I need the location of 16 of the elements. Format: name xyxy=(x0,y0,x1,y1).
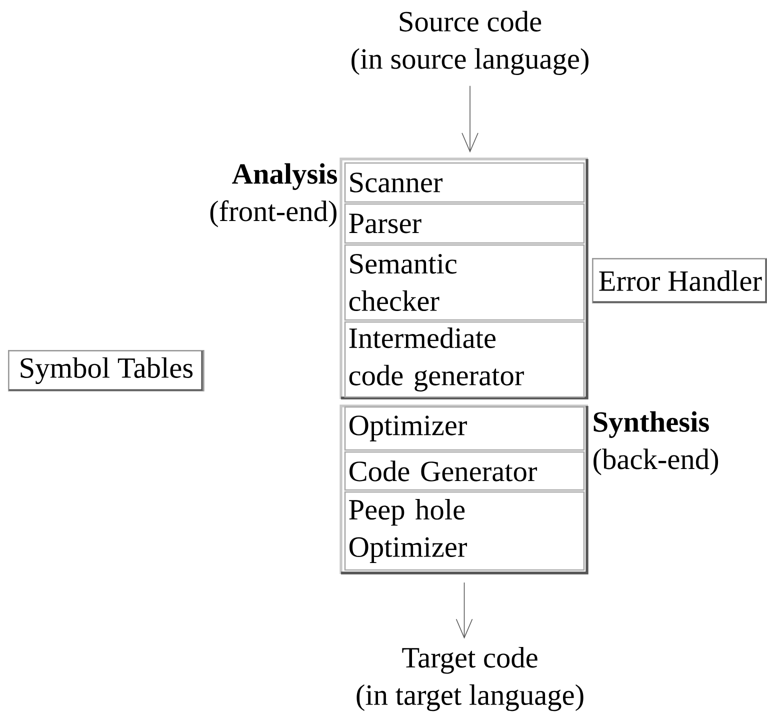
arrow xyxy=(456,582,473,639)
component-box: Symbol Tables xyxy=(8,350,204,392)
stage-cell: Parser xyxy=(344,203,585,244)
component-box: Error Handler xyxy=(592,258,767,304)
arrow xyxy=(462,85,478,153)
text-label: Target code (in target language) xyxy=(356,647,584,712)
stage-cell: Semantic checker xyxy=(344,244,585,321)
stage-cell: Optimizer xyxy=(344,406,585,451)
stage-table xyxy=(340,404,588,574)
text-label: Source code (in source language) xyxy=(352,10,588,75)
section-heading: Synthesis (back-end) xyxy=(594,411,718,476)
stage-cell: Code Generator xyxy=(344,451,585,491)
stage-cell: Scanner xyxy=(344,162,585,203)
stage-table xyxy=(340,158,588,400)
section-heading: Analysis (front-end) xyxy=(210,163,338,228)
stage-cell: Intermediate code generator xyxy=(344,321,585,398)
